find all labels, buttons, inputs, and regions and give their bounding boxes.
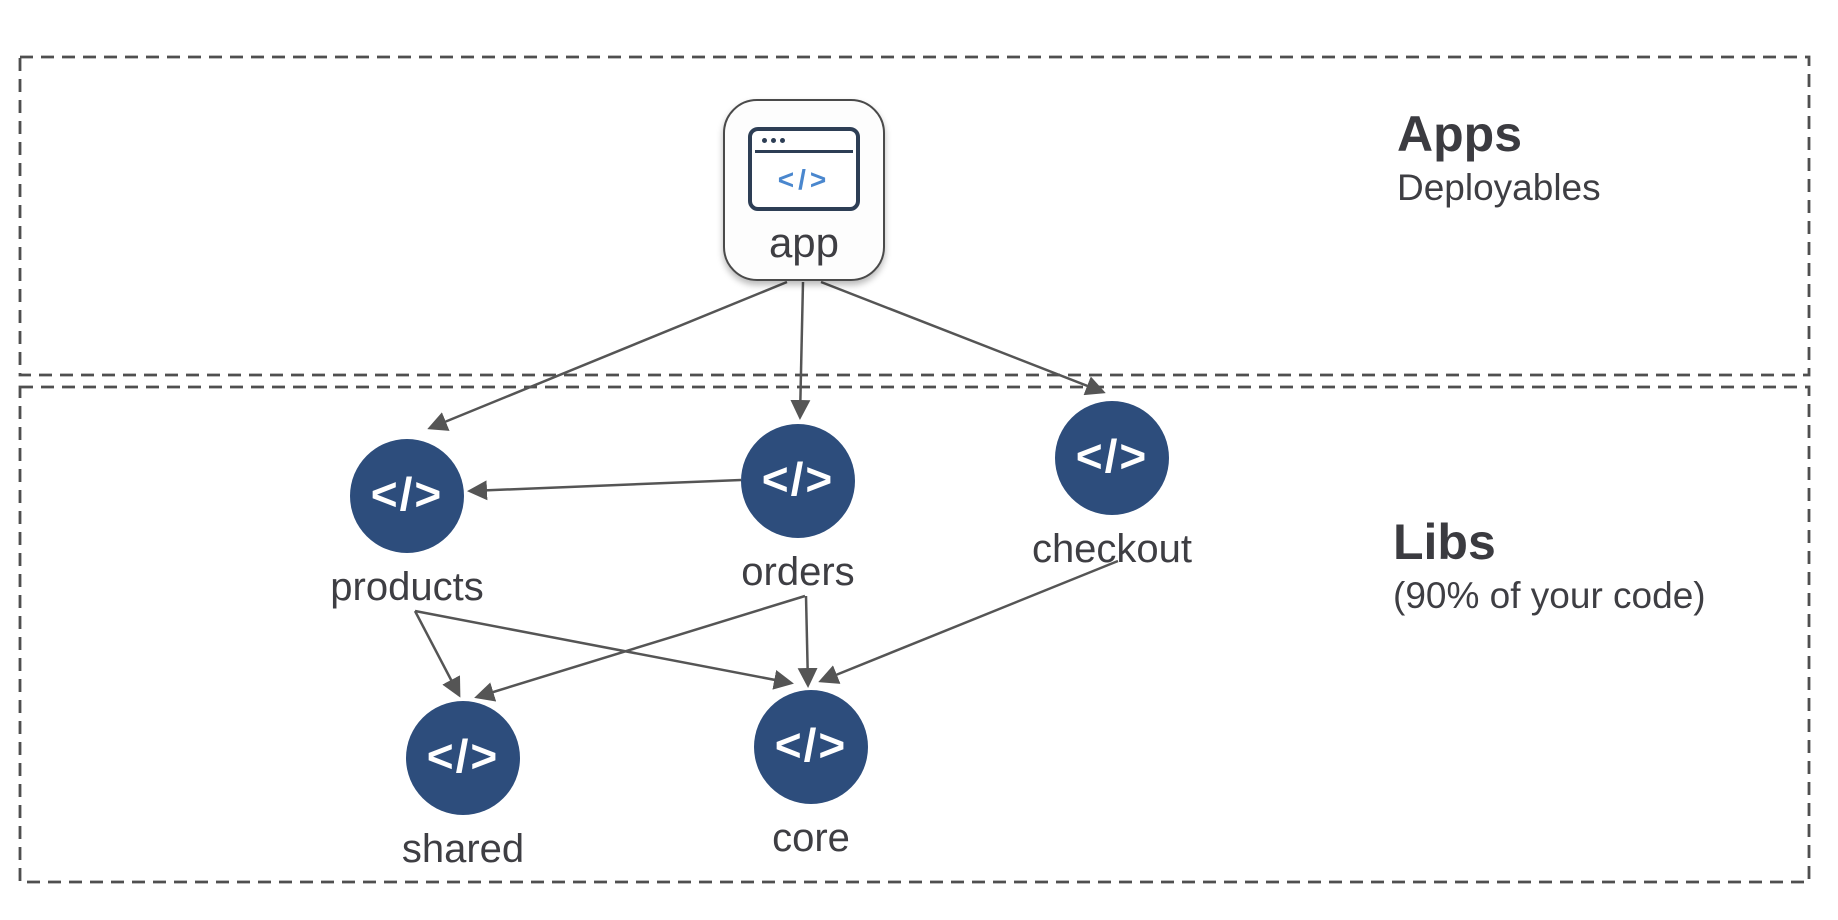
node-label-orders: orders [741, 550, 855, 594]
code-circle-icon: </> [754, 690, 868, 804]
code-icon: </> [1075, 430, 1149, 482]
browser-code-icon: </> [748, 127, 860, 211]
apps-section-label: Apps Deployables [1397, 107, 1601, 211]
edge-app-to-checkout [820, 280, 1106, 396]
code-icon: </> [761, 453, 835, 505]
libs-section-label: Libs (90% of your code) [1393, 515, 1706, 619]
edge-app-to-products [427, 280, 788, 431]
code-circle-icon: </> [1055, 401, 1169, 515]
edge-orders-to-core [797, 595, 818, 688]
code-circle-icon: </> [350, 439, 464, 553]
node-label-checkout: checkout [1031, 527, 1193, 571]
node-label-shared: shared [401, 827, 525, 871]
edge-app-to-orders [790, 281, 811, 420]
node-checkout: </> checkout [1002, 401, 1222, 572]
browser-content: </> [752, 153, 856, 207]
libs-section-title: Libs [1393, 514, 1496, 570]
node-label-products: products [330, 565, 484, 609]
browser-titlebar [755, 131, 853, 153]
edge-products-to-core [414, 609, 794, 690]
apps-section-box [18, 55, 1811, 377]
libs-section-subtitle: (90% of your code) [1393, 575, 1706, 616]
edge-orders-to-shared [474, 594, 806, 702]
code-icon: </> [426, 730, 500, 782]
browser-dot-icon [762, 138, 767, 143]
code-icon: </> [777, 164, 831, 195]
browser-dot-icon [780, 138, 785, 143]
node-app: </> app [723, 99, 885, 281]
code-icon: </> [774, 719, 848, 771]
node-orders: </> orders [688, 424, 908, 595]
node-label-app: app [768, 219, 840, 266]
edge-products-to-shared [413, 610, 461, 698]
node-core: </> core [701, 690, 921, 861]
code-icon: </> [370, 468, 444, 520]
node-shared: </> shared [353, 701, 573, 872]
edge-orders-to-products [467, 478, 742, 501]
apps-section-subtitle: Deployables [1397, 167, 1601, 208]
code-circle-icon: </> [406, 701, 520, 815]
browser-dot-icon [771, 138, 776, 143]
node-products: </> products [297, 439, 517, 610]
libs-section-box [18, 385, 1811, 884]
node-label-core: core [772, 816, 850, 860]
apps-section-title: Apps [1397, 106, 1522, 162]
code-circle-icon: </> [741, 424, 855, 538]
edge-checkout-to-core [818, 559, 1119, 684]
